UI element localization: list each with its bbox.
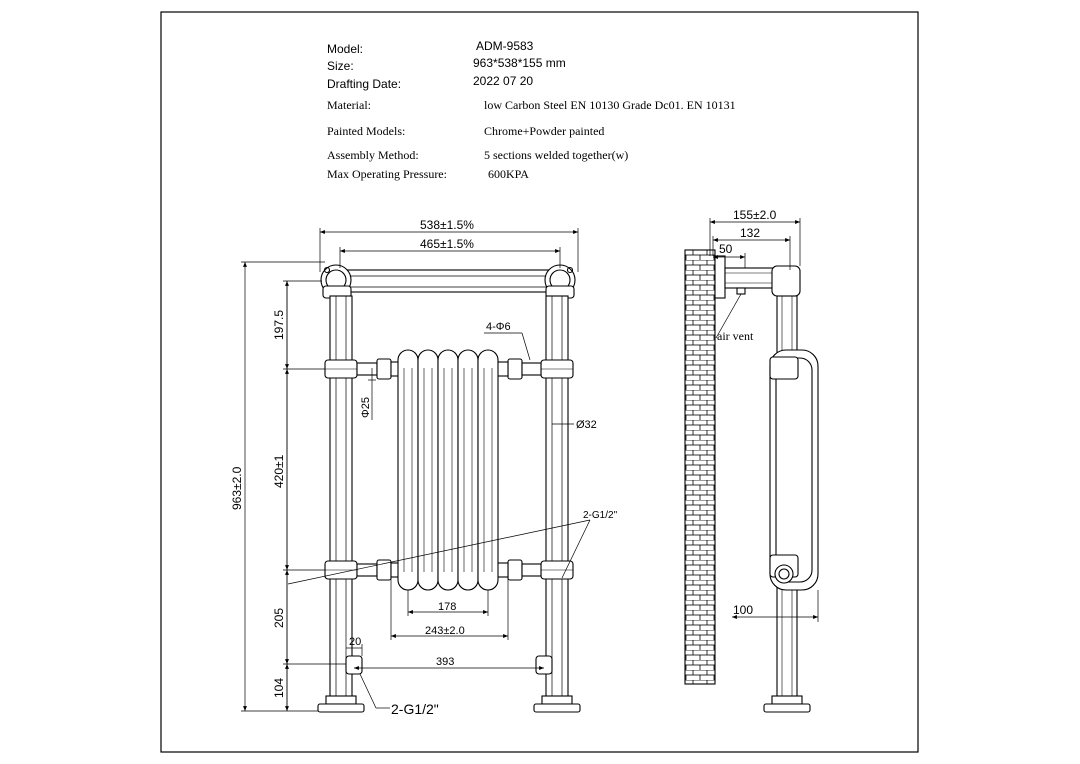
air-vent xyxy=(736,287,746,295)
dim-lower-offset: 100 xyxy=(733,603,753,617)
left-valve xyxy=(345,655,363,675)
dim-screw-holes: 4-Φ6 xyxy=(486,321,511,333)
painted-value: Chrome+Powder painted xyxy=(484,124,604,138)
front-view-labels: 538±1.5% 465±1.5% 963±2.0 197.5 420±1 20… xyxy=(230,218,618,717)
dim-inlet-label: 2-G1/2" xyxy=(391,701,439,717)
dim-valve-offset: 20 xyxy=(349,636,361,648)
wall-bracket xyxy=(714,255,726,299)
dim-column-width: 178 xyxy=(438,601,456,613)
material-value: low Carbon Steel EN 10130 Grade Dc01. EN… xyxy=(484,98,736,112)
model-label: Model: xyxy=(327,42,363,56)
top-rail xyxy=(339,269,559,293)
left-foot xyxy=(317,695,365,713)
dim-rail-diameter: Ø32 xyxy=(576,419,597,431)
assembly-value: 5 sections welded together(w) xyxy=(484,148,628,162)
dim-overall-width: 538±1.5% xyxy=(420,218,474,232)
side-view-labels: 155±2.0 132 50 air vent 100 xyxy=(717,208,777,617)
size-value: 963*538*155 mm xyxy=(473,56,566,70)
model-value: ADM-9583 xyxy=(476,39,534,53)
front-view xyxy=(317,264,581,713)
air-vent-label: air vent xyxy=(717,329,754,343)
spec-block: Model: ADM-9583 Size: 963*538*155 mm Dra… xyxy=(327,39,736,181)
assembly-label: Assembly Method: xyxy=(327,148,419,162)
pressure-label: Max Operating Pressure: xyxy=(327,167,447,181)
painted-label: Painted Models: xyxy=(327,124,405,138)
lower-left-nut xyxy=(376,559,392,581)
drafting-date-label: Drafting Date: xyxy=(327,77,401,91)
dim-overall-height: 963±2.0 xyxy=(230,466,244,510)
drawing-frame xyxy=(160,11,919,753)
dim-total-depth: 155±2.0 xyxy=(733,208,777,222)
right-foot xyxy=(533,695,581,713)
radiator-columns xyxy=(390,349,509,591)
right-valve xyxy=(535,655,553,675)
upper-right-nut xyxy=(507,358,523,380)
dim-top-section: 197.5 xyxy=(272,310,286,340)
top-right-elbow xyxy=(544,264,576,299)
material-label: Material: xyxy=(327,98,371,112)
side-view xyxy=(684,249,819,713)
dim-depth-50: 50 xyxy=(719,242,733,256)
front-view-dimensions xyxy=(241,228,591,712)
lower-right-nut xyxy=(507,559,523,581)
dim-foot-height: 104 xyxy=(272,678,286,698)
dim-pipe-diameter: Φ25 xyxy=(360,397,372,418)
brick-wall xyxy=(684,249,716,685)
pressure-value: 600KPA xyxy=(488,167,529,181)
side-valve xyxy=(774,564,794,584)
dim-center-width: 465±1.5% xyxy=(420,237,474,251)
top-left-elbow xyxy=(320,264,352,299)
right-upright-pipe xyxy=(545,295,569,707)
dim-middle-section: 420±1 xyxy=(272,454,286,488)
size-label: Size: xyxy=(327,59,354,73)
dim-connections: 2-G1/2" xyxy=(583,510,618,521)
dim-radiator-width: 243±2.0 xyxy=(425,625,465,637)
side-radiator-profile xyxy=(769,349,819,591)
drafting-date-value: 2022 07 20 xyxy=(473,74,533,88)
side-view-dimensions xyxy=(709,218,819,622)
dim-lower-section: 205 xyxy=(272,608,286,628)
upper-left-nut xyxy=(376,358,392,380)
dim-depth-132: 132 xyxy=(740,226,760,240)
side-top-elbow xyxy=(771,265,801,297)
dim-valve-spacing: 393 xyxy=(436,656,454,668)
